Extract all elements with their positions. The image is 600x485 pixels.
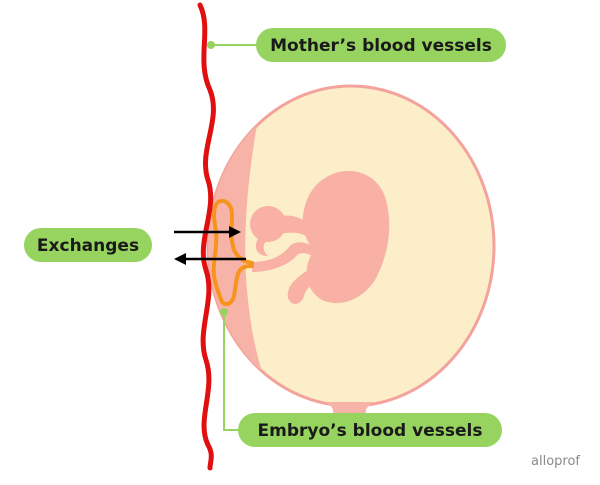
embryo-leader-dot <box>220 308 228 316</box>
label-embryo-vessels: Embryo’s blood vessels <box>238 413 502 447</box>
leader-lines <box>211 44 262 431</box>
mother-leader-dot <box>207 41 215 49</box>
label-embryo-vessels-text: Embryo’s blood vessels <box>258 421 483 441</box>
alloprof-logo: alloprof <box>531 454 580 469</box>
mother-blood-vessels <box>197 2 216 471</box>
sac-stalk <box>326 402 374 414</box>
placenta <box>208 86 275 406</box>
embryo <box>250 170 390 304</box>
label-mother-vessels-text: Mother’s blood vessels <box>270 36 492 56</box>
exchange-arrows <box>174 226 246 265</box>
label-exchanges: Exchanges <box>24 228 152 262</box>
arrow-right-head <box>229 226 241 238</box>
label-mother-vessels: Mother’s blood vessels <box>256 28 506 62</box>
embryo-leader-line <box>223 312 240 431</box>
arrow-left-head <box>174 253 186 265</box>
label-exchanges-text: Exchanges <box>37 236 139 256</box>
